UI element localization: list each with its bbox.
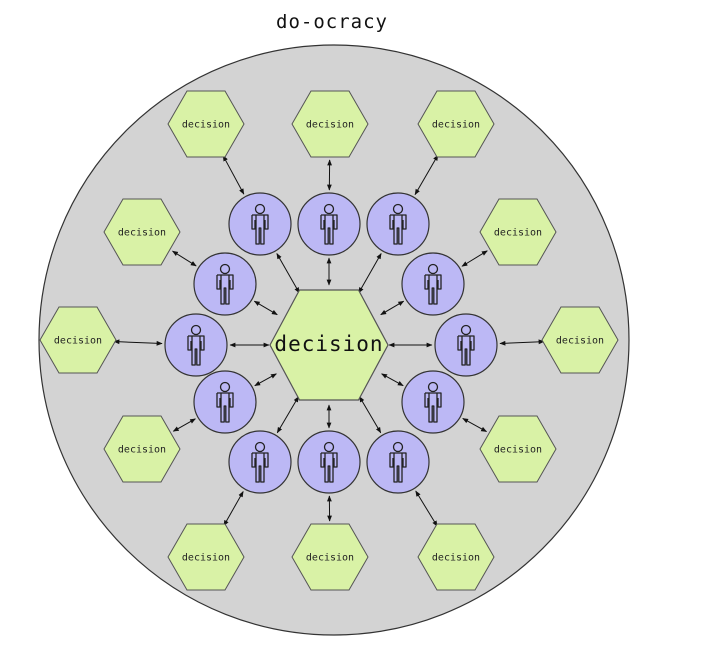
- outer-decision-node: decision: [291, 90, 369, 158]
- decision-hexagon: [167, 90, 245, 158]
- person-circle: [401, 370, 465, 434]
- outer-decision-node: decision: [39, 306, 117, 374]
- decision-hexagon: [417, 523, 495, 591]
- decision-hexagon: [291, 90, 369, 158]
- center-decision-label: decision: [274, 332, 383, 356]
- double-arrow-icon: [222, 155, 245, 195]
- double-arrow-icon: [276, 253, 300, 294]
- person-node: [297, 192, 361, 256]
- person-node: [401, 370, 465, 434]
- outer-decision-label: decision: [432, 553, 480, 564]
- outer-decision-label: decision: [118, 445, 166, 456]
- person-circle: [193, 370, 257, 434]
- decision-hexagon: [291, 523, 369, 591]
- decision-hexagon: [39, 306, 117, 374]
- double-arrow-icon: [358, 253, 382, 294]
- person-node: [366, 192, 430, 256]
- person-icon: [320, 441, 338, 483]
- outer-decision-label: decision: [556, 336, 604, 347]
- outer-decision-node: decision: [541, 306, 619, 374]
- outer-decision-label: decision: [494, 445, 542, 456]
- person-icon: [187, 324, 205, 366]
- person-node: [228, 430, 292, 494]
- double-arrow-icon: [499, 339, 545, 346]
- person-icon: [251, 441, 269, 483]
- outer-decision-label: decision: [54, 336, 102, 347]
- center-decision-hexagon: [269, 289, 389, 401]
- outer-decisions: decision decision decision decision decision…: [39, 90, 619, 591]
- outer-decision-label: decision: [494, 228, 542, 239]
- person-icon: [424, 381, 442, 423]
- person-circle: [297, 430, 361, 494]
- outer-decision-node: decision: [417, 523, 495, 591]
- person-circle: [401, 252, 465, 316]
- person-node: [164, 313, 228, 377]
- double-arrow-icon: [414, 154, 439, 196]
- double-arrow-icon: [380, 300, 405, 316]
- person-circle: [228, 192, 292, 256]
- double-arrow-icon: [462, 418, 488, 433]
- person-node: [401, 252, 465, 316]
- person-node: [193, 252, 257, 316]
- double-arrow-icon: [254, 373, 277, 387]
- double-arrow-icon: [223, 491, 244, 527]
- person-node: [434, 313, 498, 377]
- outer-decision-label: decision: [182, 553, 230, 564]
- person-node: [297, 430, 361, 494]
- arrows-layer: [113, 154, 545, 527]
- decision-hexagon: [417, 90, 495, 158]
- person-circle: [366, 192, 430, 256]
- outer-decision-label: decision: [306, 553, 354, 564]
- double-arrow-icon: [359, 396, 382, 434]
- person-icon: [389, 203, 407, 245]
- double-arrow-icon: [415, 490, 438, 527]
- double-arrow-icon: [253, 300, 278, 316]
- outer-decision-node: decision: [479, 415, 557, 483]
- person-circle: [434, 313, 498, 377]
- decision-hexagon: [167, 523, 245, 591]
- outer-decision-node: decision: [167, 90, 245, 158]
- person-icon: [251, 203, 269, 245]
- outer-decision-node: decision: [479, 198, 557, 266]
- decision-hexagon: [103, 415, 181, 483]
- person-circle: [193, 252, 257, 316]
- people-ring: [164, 192, 498, 494]
- double-arrow-icon: [276, 396, 299, 434]
- outer-decision-label: decision: [432, 120, 480, 131]
- person-icon: [457, 324, 475, 366]
- decision-hexagon: [103, 198, 181, 266]
- person-node: [366, 430, 430, 494]
- person-node: [193, 370, 257, 434]
- decision-hexagon: [479, 198, 557, 266]
- outer-decision-node: decision: [167, 523, 245, 591]
- outer-decision-label: decision: [306, 120, 354, 131]
- person-icon: [216, 263, 234, 305]
- person-icon: [320, 203, 338, 245]
- center-decision: decision: [269, 289, 389, 401]
- person-icon: [389, 441, 407, 483]
- outer-decision-node: decision: [291, 523, 369, 591]
- decision-hexagon: [541, 306, 619, 374]
- person-icon: [424, 263, 442, 305]
- outer-decision-label: decision: [118, 228, 166, 239]
- diagram-title: do-ocracy: [276, 11, 388, 33]
- double-arrow-icon: [171, 250, 197, 267]
- double-arrow-icon: [172, 418, 196, 432]
- outer-decision-node: decision: [103, 198, 181, 266]
- outer-decision-label: decision: [182, 120, 230, 131]
- person-node: [228, 192, 292, 256]
- person-icon: [216, 381, 234, 423]
- person-circle: [164, 313, 228, 377]
- double-arrow-icon: [113, 339, 163, 346]
- decision-hexagon: [479, 415, 557, 483]
- double-arrow-icon: [381, 373, 404, 387]
- outer-decision-node: decision: [417, 90, 495, 158]
- person-circle: [228, 430, 292, 494]
- person-circle: [297, 192, 361, 256]
- outer-decision-node: decision: [103, 415, 181, 483]
- double-arrow-icon: [461, 250, 488, 267]
- person-circle: [366, 430, 430, 494]
